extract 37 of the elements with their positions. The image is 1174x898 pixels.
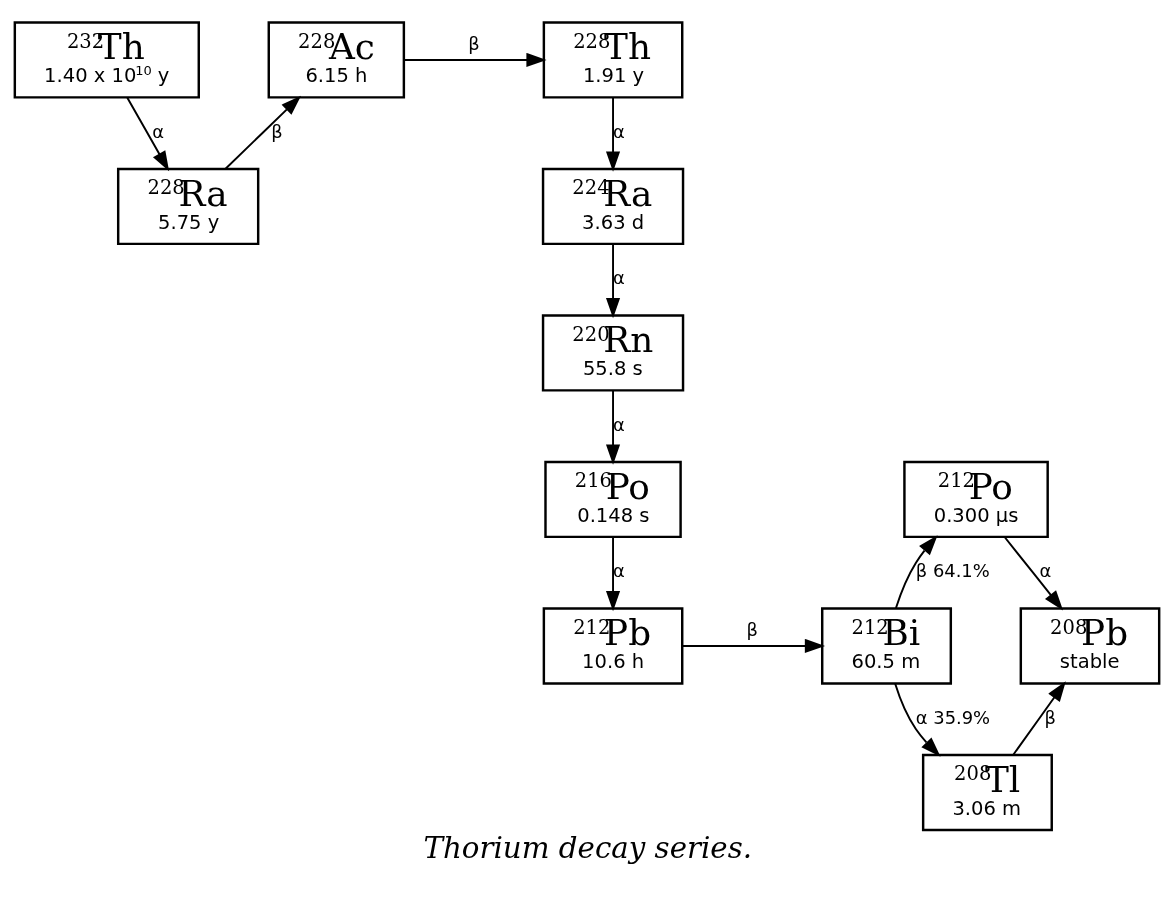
node-box: $^{212}$Po 0.300 µs (903, 460, 1049, 539)
arrow (605, 243, 621, 319)
node-box: $^{208}$Tl 3.06 m (921, 753, 1053, 832)
node-box: $^{232}$Th 1.40 x 10$^{10}$ y (13, 21, 200, 99)
edge-label: α (613, 267, 625, 289)
edge-label: β (746, 618, 758, 640)
edge-label: α 35.9% (915, 706, 991, 728)
edge-label: β (271, 120, 283, 142)
arrow (1003, 536, 1064, 611)
edge-label: β (1044, 706, 1056, 728)
arrow (605, 389, 621, 465)
arrow (895, 535, 938, 609)
node-box: $^{212}$Pb 10.6 h (542, 607, 684, 685)
edge-label: β (468, 32, 480, 54)
edge-label: α (152, 120, 165, 142)
arrow (681, 638, 826, 654)
edge-label: α (613, 560, 625, 582)
arrow (894, 682, 941, 757)
arrow (1012, 681, 1066, 756)
node-box: $^{228}$Ra 5.75 y (116, 167, 260, 246)
edge-label: α (1039, 560, 1052, 582)
arrow (605, 536, 621, 612)
node-box: $^{224}$Ra 3.63 d (541, 167, 685, 246)
arrow (403, 52, 547, 68)
node-box: $^{228}$Th 1.91 y (542, 21, 684, 99)
arrow (224, 95, 302, 170)
edge-label: α (613, 413, 625, 435)
node-box: $^{228}$Ac 6.15 h (267, 21, 406, 99)
node-box: $^{220}$Rn 55.8 s (541, 314, 685, 392)
arrow (605, 96, 621, 172)
node-box: $^{216}$Po 0.148 s (544, 460, 682, 539)
node-box: $^{212}$Bi 60.5 m (821, 607, 953, 685)
edge-label: α (613, 120, 625, 142)
caption: Thorium decay series. (423, 831, 753, 866)
node-box: $^{208}$Pb stable (1019, 607, 1161, 685)
arrow (126, 96, 170, 172)
edge-label: β 64.1% (915, 560, 990, 582)
